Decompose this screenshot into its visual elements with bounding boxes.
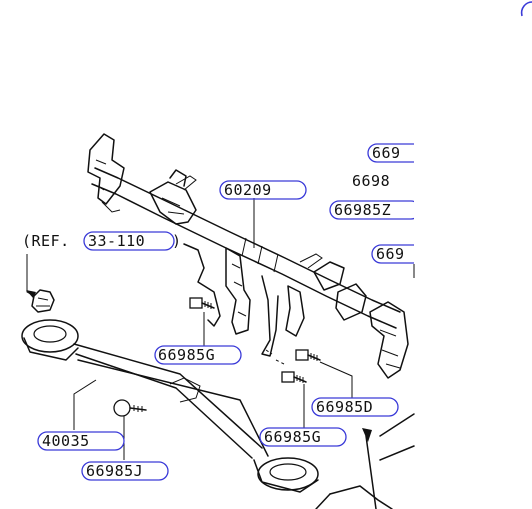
crop-mask bbox=[414, 140, 532, 270]
clip-ref-drawing bbox=[31, 289, 55, 313]
callout-66985g-left: 66985G bbox=[154, 345, 242, 365]
lower-brace-drawing bbox=[21, 319, 319, 493]
callout-66985g-right: 66985G bbox=[259, 427, 347, 447]
callout-ref-33-110: (REF. 33-110 ) bbox=[22, 231, 182, 251]
label-mid-cut: 669 bbox=[376, 245, 405, 263]
callout-66985j: 66985J bbox=[81, 461, 169, 481]
callout-40035: 40035 bbox=[37, 431, 125, 451]
label-66985d: 66985D bbox=[316, 398, 373, 416]
label-top-cut-2: 6698 bbox=[352, 172, 390, 190]
label-66985z: 66985Z bbox=[334, 201, 391, 219]
label-ref-code: 33-110 bbox=[88, 232, 145, 250]
label-60209: 60209 bbox=[224, 181, 272, 199]
callout-66985d: 66985D bbox=[311, 397, 399, 417]
bolt-66985g-right-drawing bbox=[281, 371, 307, 383]
reinforcement-beam-drawing bbox=[87, 133, 409, 379]
label-66985g-left: 66985G bbox=[158, 346, 215, 364]
label-top-cut-1: 669 bbox=[372, 144, 401, 162]
callout-top-cut-2: 6698 bbox=[352, 172, 390, 190]
bolt-66985d-drawing bbox=[295, 349, 321, 361]
blue-hook-icon bbox=[520, 1, 532, 17]
bolt-66985j-drawing bbox=[113, 399, 147, 417]
label-40035: 40035 bbox=[42, 432, 90, 450]
label-66985g-right: 66985G bbox=[264, 428, 321, 446]
label-66985j: 66985J bbox=[86, 462, 143, 480]
label-ref-prefix: (REF. bbox=[22, 232, 70, 250]
bolt-66985g-left-drawing bbox=[189, 297, 215, 309]
console-edge-drawing bbox=[315, 413, 415, 509]
callout-60209: 60209 bbox=[219, 180, 307, 200]
callout-66985z: 66985Z bbox=[329, 200, 421, 220]
label-ref-suffix: ) bbox=[172, 232, 182, 250]
